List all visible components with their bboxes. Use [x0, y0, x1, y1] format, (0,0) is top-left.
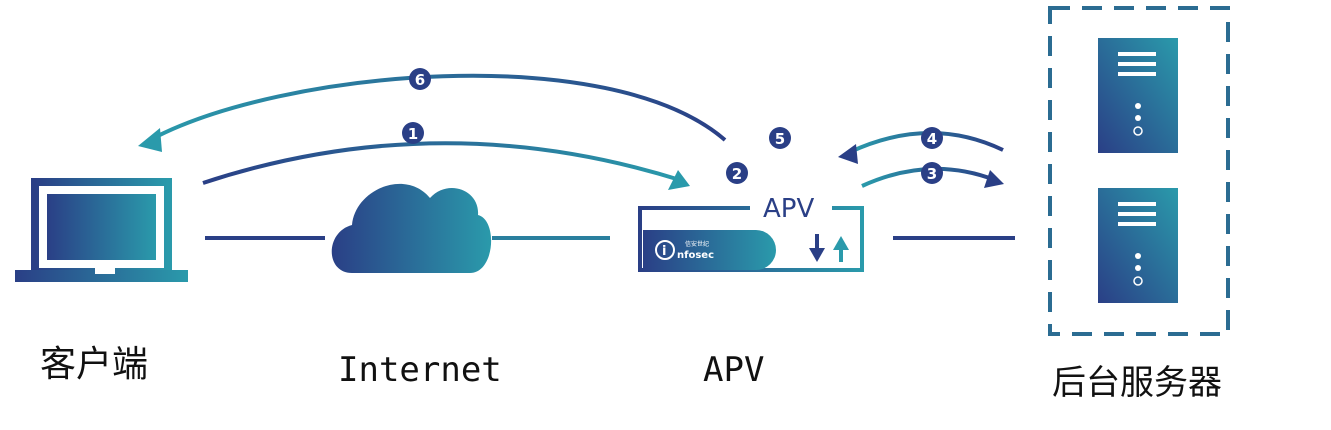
step-badge-2: 2: [726, 162, 748, 184]
client-label: 客户端: [40, 344, 149, 385]
flow-arrow-4: [838, 131, 1004, 164]
brand-name-small: 信安世纪: [685, 240, 709, 248]
step-badge-3: 3: [921, 162, 943, 184]
svg-text:4: 4: [927, 130, 937, 148]
backend-server-label: 后台服务器: [1052, 363, 1222, 403]
flow-arrow-6: [138, 73, 727, 152]
step-badge-4: 4: [921, 127, 943, 149]
up-arrow-icon: [833, 236, 849, 262]
cloud-icon: [331, 183, 492, 273]
step-badge-1: 1: [402, 122, 424, 144]
laptop-icon: [15, 178, 188, 282]
apv-device: APV i nfosec 信安世纪: [638, 194, 864, 272]
brand-logo-mark: i: [662, 244, 666, 259]
step-badge-5: 5: [769, 127, 791, 149]
internet-label: Internet: [338, 350, 502, 390]
step-badge-6: 6: [409, 68, 431, 90]
svg-text:2: 2: [732, 165, 742, 183]
apv-device-label: APV: [763, 194, 814, 224]
server-icon: [1098, 38, 1178, 153]
brand-name: nfosec: [677, 250, 714, 261]
svg-text:6: 6: [415, 71, 425, 89]
flow-arrow-1: [202, 141, 690, 190]
server-icon: [1098, 188, 1178, 303]
brand-logo-icon: [655, 240, 675, 260]
server-group-border: [1048, 6, 1230, 336]
down-arrow-icon: [809, 234, 825, 262]
svg-text:1: 1: [408, 125, 418, 143]
apv-label: APV: [703, 350, 765, 390]
svg-text:3: 3: [927, 165, 937, 183]
svg-text:5: 5: [775, 130, 785, 148]
